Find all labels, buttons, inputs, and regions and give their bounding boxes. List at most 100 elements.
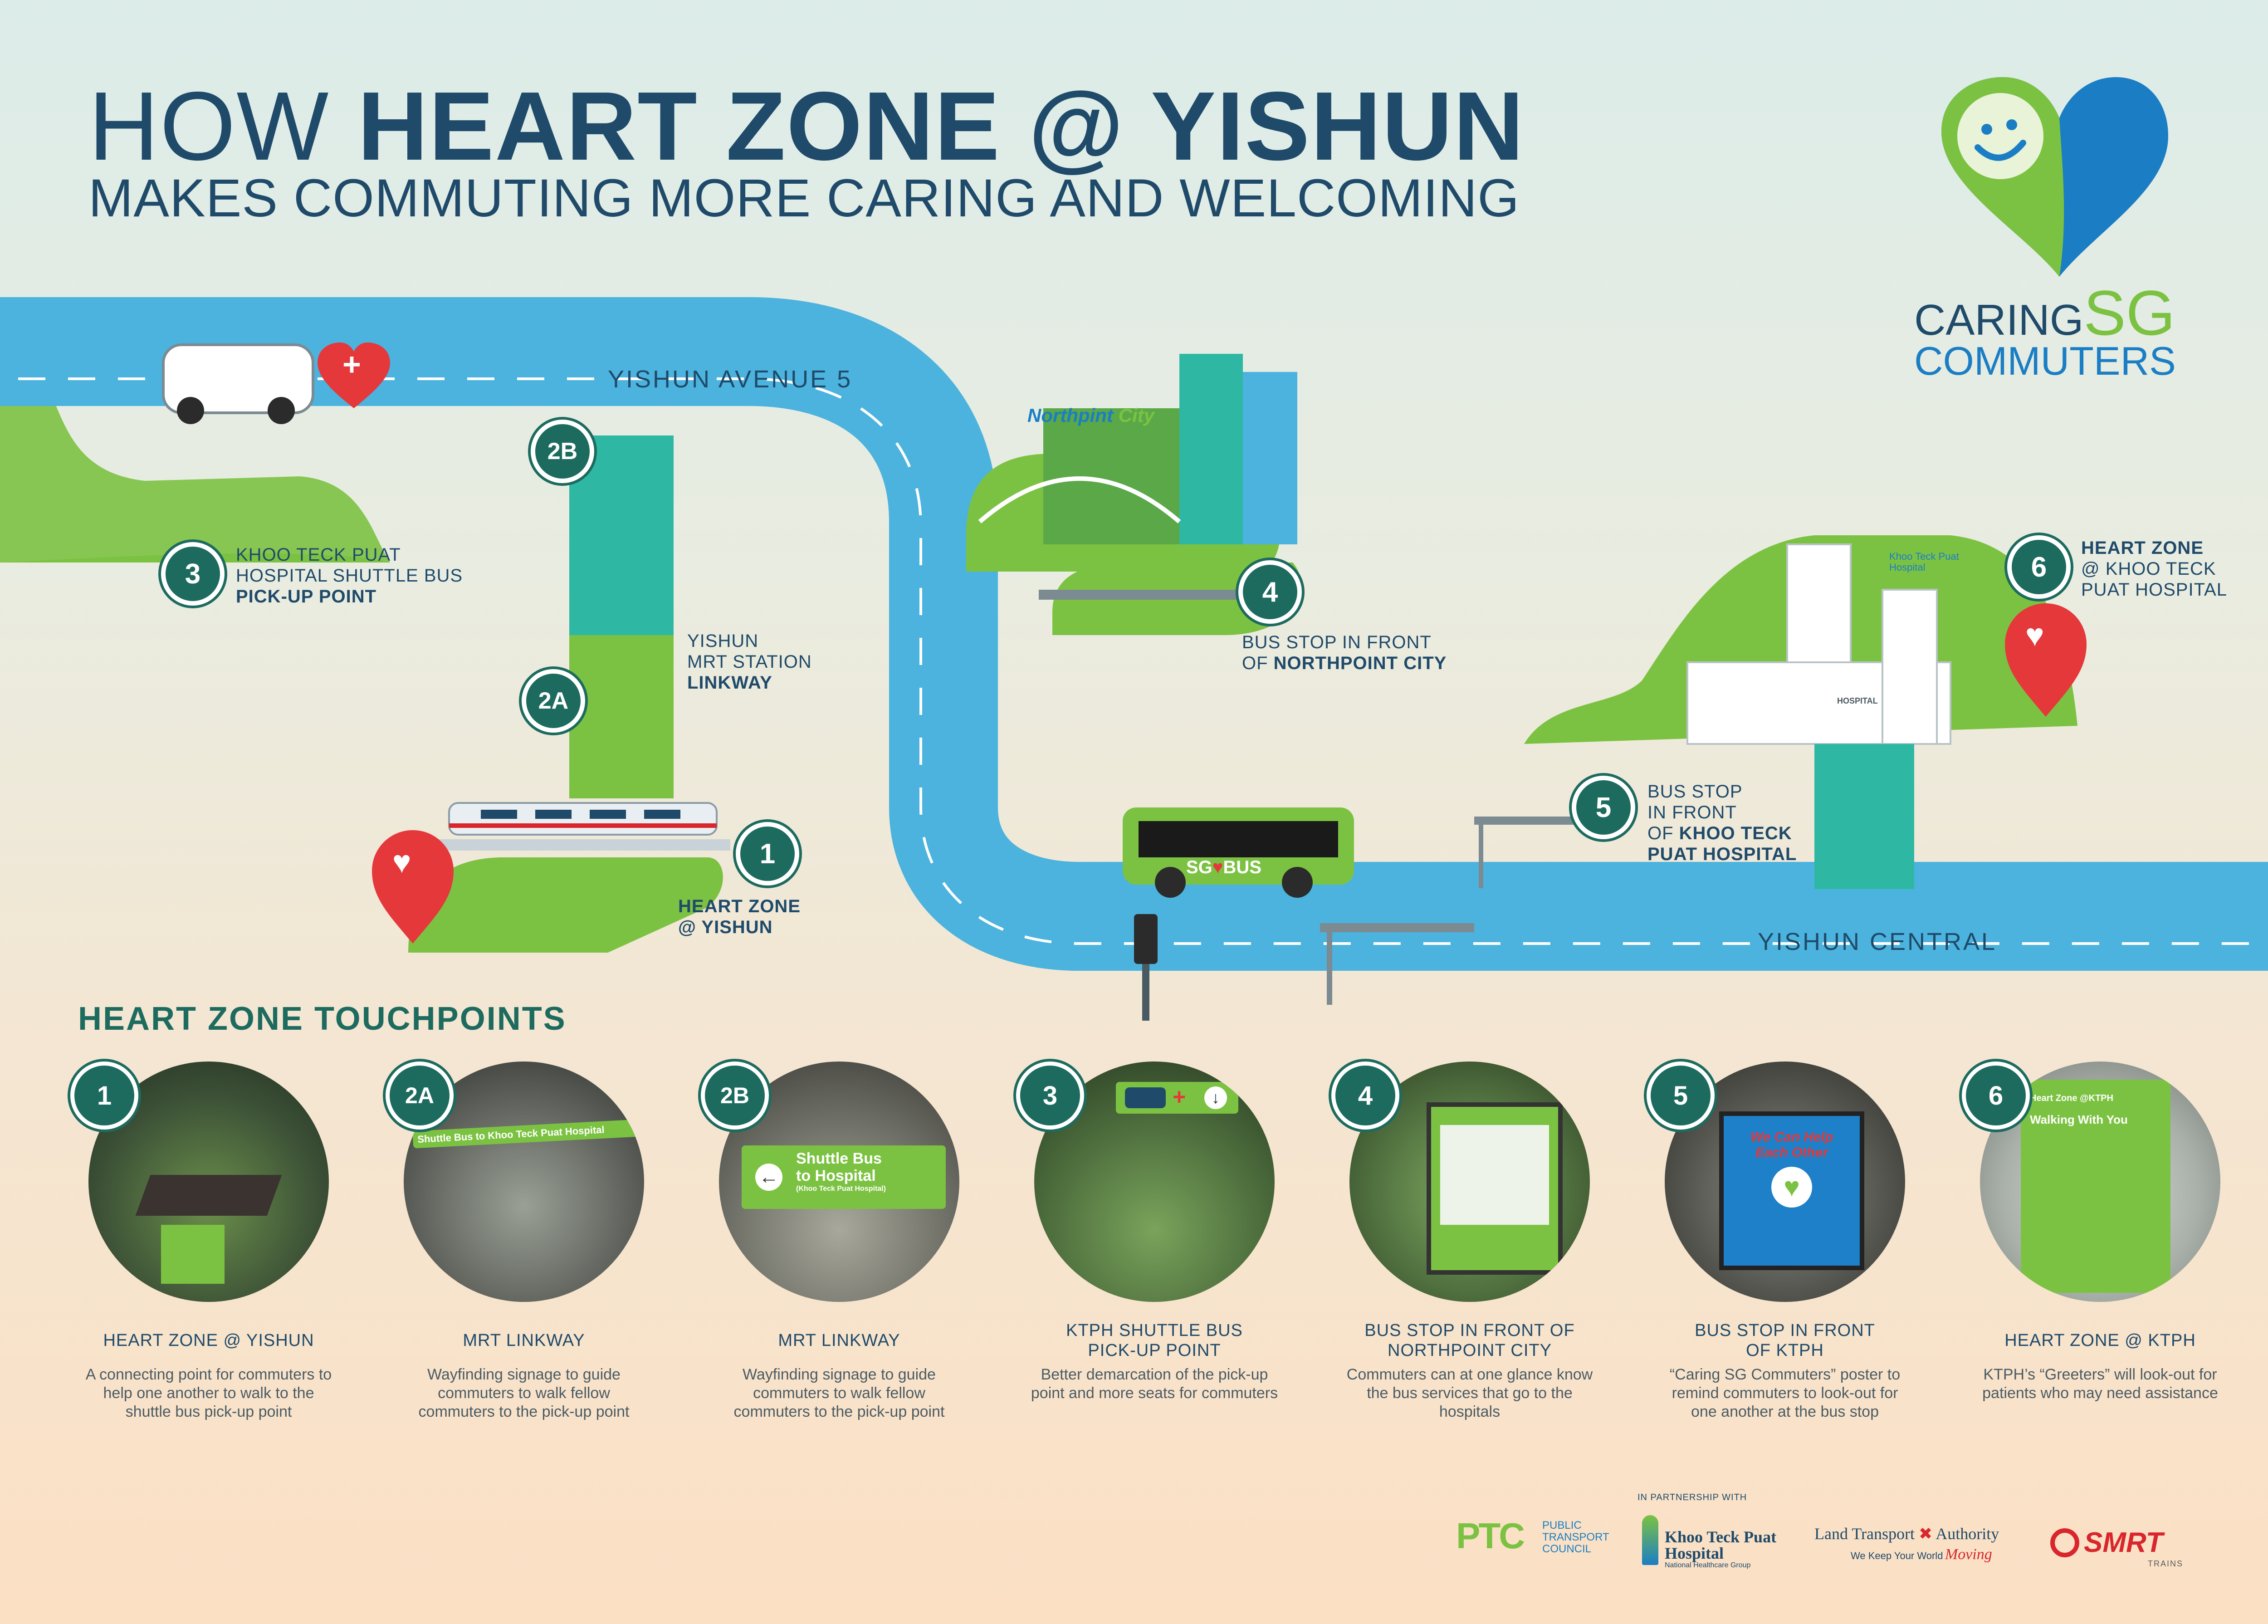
touchpoint-description: Better demarcation of the pick-up point …	[1031, 1366, 1278, 1402]
touchpoint-1: 1 HEART ZONE @ YISHUN A connecting point…	[70, 1061, 347, 1421]
poster-line2: Each Other	[1755, 1145, 1828, 1160]
touchpoint-title: MRT LINKWAY	[778, 1331, 900, 1350]
map-label-3: KHOO TECK PUAT HOSPITAL SHUTTLE BUS PICK…	[236, 544, 463, 607]
touchpoint-description: Wayfinding signage to guide commuters to…	[733, 1366, 945, 1420]
linkway-sign: Shuttle Bus to Khoo Teck Puat Hospital	[412, 1119, 644, 1149]
map-label-1-line1: HEART ZONE	[678, 896, 801, 916]
touchpoint-description: KTPH’s “Greeters” will look-out for pati…	[1982, 1366, 2218, 1402]
touchpoint-number: 4	[1331, 1061, 1399, 1130]
pin-heart-icon: ♥	[2025, 617, 2044, 653]
mall-sign-part3: City	[1118, 405, 1154, 426]
map-marker-2b: 2B	[531, 420, 594, 483]
map-label-4: BUS STOP IN FRONT OF NORTHPOINT CITY	[1242, 632, 1447, 674]
shuttle-sign-line1: Shuttle Bus	[796, 1150, 882, 1167]
map-marker-4: 4	[1238, 560, 1302, 624]
map-label-2-line1: YISHUN	[687, 631, 759, 651]
map-label-5-line3a: OF	[1647, 823, 1679, 843]
ptc-line2: TRANSPORT	[1542, 1531, 1609, 1543]
route-map	[0, 297, 2268, 1021]
map-label-4-line2b: NORTHPOINT CITY	[1273, 653, 1447, 673]
logo-caring: CARING	[1914, 296, 2084, 344]
shuttle-sign-line3: (Khoo Teck Puat Hospital)	[796, 1185, 886, 1193]
ktph-logo: Khoo Teck Puat Hospital National Healthc…	[1642, 1511, 1805, 1574]
heart-logo-icon	[1941, 77, 2168, 277]
touchpoint-photo: Heart Zone @KTPH Walking With You	[1980, 1061, 2220, 1302]
touchpoint-number: 2B	[701, 1061, 769, 1130]
map-label-5-line3b: KHOO TECK	[1679, 823, 1792, 843]
lta-tagline: We Keep Your World	[1851, 1550, 1943, 1561]
touchpoint-description: A connecting point for commuters to help…	[85, 1366, 332, 1420]
touchpoint-title: MRT LINKWAY	[463, 1331, 585, 1350]
hospital-building-logo: Khoo Teck Puat Hospital	[1889, 551, 1959, 573]
map-label-4-line1: BUS STOP IN FRONT	[1242, 632, 1432, 652]
touchpoint-number: 2A	[386, 1061, 454, 1130]
partners-intro: IN PARTNERSHIP WITH	[1637, 1492, 1747, 1502]
ktph-line3: National Healthcare Group	[1665, 1561, 1751, 1569]
map-marker-6: 6	[2007, 535, 2071, 599]
hospital-building-sign: HOSPITAL	[1837, 696, 1878, 705]
touchpoint-2a: 2A Shuttle Bus to Khoo Teck Puat Hospita…	[386, 1061, 662, 1421]
lta-tagline-moving: Moving	[1945, 1546, 1992, 1563]
lta-ribbon-icon: ✖	[1919, 1525, 1933, 1543]
smrt-name: SMRT	[2084, 1527, 2163, 1558]
map-label-6: HEART ZONE @ KHOO TECK PUAT HOSPITAL	[2081, 538, 2227, 600]
pin-heart-icon: ♥	[392, 844, 411, 880]
touchpoint-title: HEART ZONE @ YISHUN	[103, 1331, 314, 1350]
touchpoint-6: 6 Heart Zone @KTPH Walking With You HEAR…	[1962, 1061, 2239, 1403]
map-label-5-line4: PUAT HOSPITAL	[1647, 844, 1797, 864]
ktph-figure-icon	[1642, 1515, 1658, 1565]
sgbus-logo: SG♥BUS	[1186, 857, 1261, 878]
heart-icon: ♥	[1212, 857, 1223, 877]
ptc-logo: PTC PUBLIC TRANSPORT COUNCIL	[1456, 1511, 1609, 1574]
caring-poster: We Can Help Each Other ♥	[1719, 1111, 1864, 1270]
touchpoint-title-line2: OF KTPH	[1746, 1341, 1824, 1360]
touchpoint-title-line2: NORTHPOINT CITY	[1388, 1341, 1552, 1360]
road-label-yishun-central: YISHUN CENTRAL	[1758, 928, 1997, 955]
bus-stop-icons-sign: + ↓	[1116, 1082, 1238, 1114]
touchpoint-description: Wayfinding signage to guide commuters to…	[418, 1366, 630, 1420]
touchpoint-title: BUS STOP IN FRONT	[1695, 1321, 1875, 1340]
medical-cross-icon: +	[1173, 1084, 1186, 1110]
map-label-3-line2: HOSPITAL SHUTTLE BUS	[236, 566, 463, 586]
map-label-2: YISHUN MRT STATION LINKWAY	[687, 631, 812, 693]
touchpoint-description: Commuters can at one glance know the bus…	[1346, 1366, 1593, 1420]
title-bold: HEART ZONE @ YISHUN	[357, 71, 1525, 181]
logo-sg: SG	[2083, 277, 2175, 348]
map-label-6-line2: @ KHOO TECK	[2081, 559, 2216, 579]
poster-line1: We Can Help	[1750, 1130, 1833, 1145]
map-label-2-line2: MRT STATION	[687, 652, 812, 672]
bus-sign-part1: SG	[1186, 857, 1212, 877]
page-title: HOW HEART ZONE @ YISHUN	[88, 77, 1525, 175]
lta-line1: Land Transport	[1814, 1525, 1915, 1543]
down-arrow-icon: ↓	[1204, 1086, 1227, 1109]
map-label-5-line1: BUS STOP	[1647, 782, 1743, 802]
touchpoint-title: BUS STOP IN FRONT OF	[1364, 1321, 1575, 1340]
ktph-heart-zone-board: Heart Zone @KTPH Walking With You	[2021, 1080, 2170, 1293]
map-label-6-line1: HEART ZONE	[2081, 538, 2204, 558]
map-label-4-line2a: OF	[1242, 653, 1274, 673]
map-label-1-line2: @ YISHUN	[678, 917, 773, 937]
hospital-logo-line1: Khoo Teck Puat	[1889, 551, 1959, 562]
mall-sign-part2: int	[1090, 405, 1113, 426]
van-cross-icon: +	[342, 347, 361, 382]
touchpoint-3: 3 + ↓ KTPH SHUTTLE BUS PICK-UP POINT Bet…	[1016, 1061, 1293, 1403]
poster-heart-icon: ♥	[1771, 1167, 1812, 1208]
board-line2: Heart Zone @KTPH	[2030, 1093, 2113, 1103]
logo-commuters: COMMUTERS	[1914, 338, 2176, 383]
northpoint-city-sign: Northpint City	[1027, 405, 1154, 426]
ktph-line1: Khoo Teck Puat	[1665, 1528, 1777, 1546]
touchpoint-2b: 2B ← Shuttle Bus to Hospital (Khoo Teck …	[701, 1061, 978, 1421]
hospital-logo-line2: Hospital	[1889, 562, 1926, 573]
map-label-3-line3: PICK-UP POINT	[236, 587, 377, 607]
map-label-2-line3: LINKWAY	[687, 673, 772, 693]
board-line1: Walking With You	[2030, 1113, 2128, 1126]
shuttle-bus-sign: ← Shuttle Bus to Hospital (Khoo Teck Pua…	[742, 1145, 946, 1209]
bus-sign-part2: BUS	[1223, 857, 1261, 877]
ptc-line1: PUBLIC	[1542, 1519, 1582, 1531]
touchpoints-heading: HEART ZONE TOUCHPOINTS	[78, 1001, 567, 1037]
shuttle-sign-line2: to Hospital	[796, 1167, 876, 1184]
touchpoint-number: 1	[70, 1061, 138, 1130]
mall-sign-part1: Northp	[1027, 405, 1090, 426]
touchpoint-title: KTPH SHUTTLE BUS	[1066, 1321, 1243, 1340]
touchpoint-photo: We Can Help Each Other ♥	[1665, 1061, 1905, 1302]
